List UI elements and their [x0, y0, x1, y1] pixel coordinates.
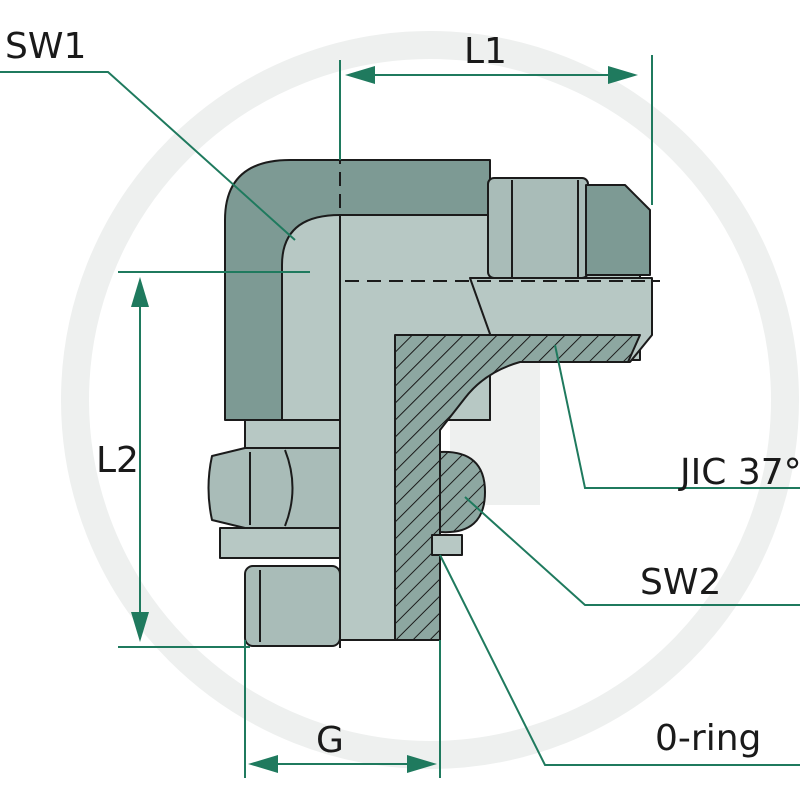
sw2-hex-nut — [207, 447, 341, 529]
label-g: G — [316, 720, 344, 761]
label-sw2: SW2 — [640, 562, 721, 603]
lower-stem — [219, 419, 341, 647]
label-sw1: SW1 — [5, 26, 86, 67]
center-lines — [339, 150, 660, 655]
o-ring-section — [431, 450, 486, 556]
label-l1: L1 — [464, 31, 507, 72]
label-o-ring: 0-ring — [655, 718, 761, 759]
dimension-lines — [0, 55, 800, 778]
label-jic: JIC 37° — [678, 452, 800, 493]
label-l2: L2 — [96, 440, 139, 481]
section-hatching — [394, 334, 641, 641]
